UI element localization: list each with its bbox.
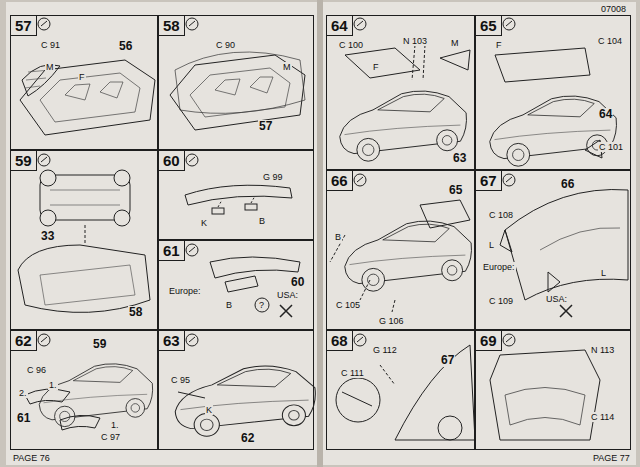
- part-code: G 106: [378, 316, 405, 326]
- part-code: Europe:: [168, 286, 202, 296]
- part-code: 1.: [110, 420, 120, 430]
- step-number: 60: [159, 151, 185, 171]
- step-number: 64: [327, 16, 353, 36]
- part-code: F: [78, 72, 86, 82]
- part-code: B: [258, 216, 266, 226]
- part-number: 59: [92, 338, 107, 351]
- part-code: C 108: [488, 210, 514, 220]
- part-code: 1.: [48, 380, 58, 390]
- part-code: C 97: [100, 432, 121, 442]
- part-number: 56: [118, 40, 133, 53]
- part-code: M: [45, 62, 55, 72]
- step-number: 69: [476, 331, 502, 351]
- part-code: B: [225, 300, 233, 310]
- part-code: F: [372, 62, 380, 72]
- step-panel: 63: [158, 330, 314, 450]
- part-code: M: [282, 62, 292, 72]
- part-code: 07008: [600, 4, 627, 14]
- part-code: N 113: [590, 345, 615, 355]
- step-panel: 57: [10, 15, 158, 150]
- part-code: L: [488, 240, 495, 250]
- part-number: 65: [448, 184, 463, 197]
- part-code: Europe:: [482, 262, 516, 272]
- part-number: 66: [560, 178, 575, 191]
- part-code: C 105: [335, 300, 361, 310]
- part-code: C 90: [215, 40, 236, 50]
- step-number: 58: [159, 16, 185, 36]
- part-number: 63: [452, 152, 467, 165]
- step-panel: 68: [326, 330, 475, 450]
- step-panel: 59: [10, 150, 158, 330]
- part-number: 62: [240, 432, 255, 445]
- part-code: C 100: [338, 40, 364, 50]
- step-number: 66: [327, 171, 353, 191]
- part-code: C 114: [590, 412, 615, 422]
- step-number: 65: [476, 16, 502, 36]
- part-code: C 91: [40, 40, 61, 50]
- part-code: 2.: [18, 388, 28, 398]
- step-number: 62: [11, 331, 37, 351]
- part-code: G 112: [372, 345, 398, 355]
- step-panel: 60: [158, 150, 314, 240]
- part-number: 67: [440, 354, 455, 367]
- part-code: PAGE 76: [12, 453, 51, 463]
- part-number: 57: [258, 120, 273, 133]
- part-code: L: [600, 268, 607, 278]
- step-number: 67: [476, 171, 502, 191]
- part-code: ?: [258, 300, 265, 310]
- part-code: C 96: [26, 365, 47, 375]
- part-code: G 99: [262, 172, 284, 182]
- step-number: 61: [159, 241, 185, 261]
- step-panel: 67: [475, 170, 631, 330]
- part-code: F: [495, 40, 503, 50]
- part-code: M: [450, 38, 460, 48]
- part-code: PAGE 77: [592, 453, 631, 463]
- part-code: K: [205, 405, 213, 415]
- step-panel: 62: [10, 330, 158, 450]
- part-code: C 111: [340, 368, 365, 378]
- step-panel: 58: [158, 15, 314, 150]
- part-code: USA:: [276, 290, 299, 300]
- step-number: 68: [327, 331, 353, 351]
- part-number: 60: [290, 276, 305, 289]
- part-number: 33: [40, 230, 55, 243]
- part-number: 58: [128, 306, 143, 319]
- part-number: 64: [598, 108, 613, 121]
- part-code: C 109: [488, 296, 514, 306]
- step-number: 59: [11, 151, 37, 171]
- part-code: C 104: [597, 36, 623, 46]
- part-code: USA:: [545, 294, 568, 304]
- part-number: 61: [16, 412, 31, 425]
- part-code: C 95: [170, 375, 191, 385]
- part-code: B: [334, 232, 342, 242]
- step-number: 57: [11, 16, 37, 36]
- step-number: 63: [159, 331, 185, 351]
- part-code: N 103: [402, 36, 428, 46]
- part-code: K: [200, 218, 208, 228]
- part-code: C 101: [598, 142, 624, 152]
